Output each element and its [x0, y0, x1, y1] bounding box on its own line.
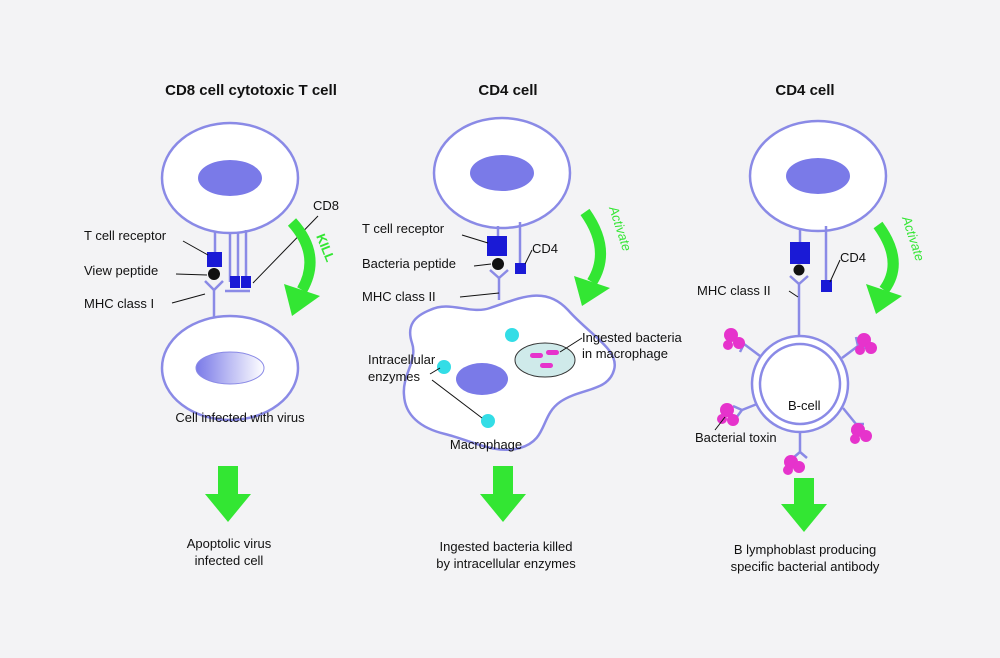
toxin-icon [783, 455, 805, 475]
label-ingested-1: Ingested bacteria [582, 330, 683, 345]
outcome-line-2: infected cell [195, 553, 264, 568]
label-mhc: MHC class I [84, 296, 154, 311]
t-cell-receptor [207, 252, 222, 267]
cd4-coreceptor [821, 280, 832, 292]
bacteria-icon [546, 350, 559, 355]
enzyme-granule [505, 328, 519, 342]
cd4-coreceptor [515, 263, 526, 274]
label-peptide: View peptide [84, 263, 158, 278]
verb-activate: Activate [899, 213, 928, 263]
toxin-icon [850, 423, 872, 444]
label-toxin: Bacterial toxin [695, 430, 777, 445]
nucleus [786, 158, 850, 194]
cd8-coreceptor [241, 276, 251, 288]
t-cell [432, 116, 572, 230]
receptor-complex [789, 226, 832, 335]
label-tcr: T cell receptor [362, 221, 445, 236]
bacteria-icon [530, 353, 543, 358]
receptor-complex [487, 222, 526, 300]
activate-arrow: Activate [574, 203, 635, 306]
nucleus [198, 160, 262, 196]
label-enzymes-1: Intracellular [368, 352, 436, 367]
toxin-icon [855, 333, 877, 355]
outcome-arrow [205, 466, 251, 522]
t-cell-receptor [487, 236, 507, 256]
verb-kill: KILL [313, 232, 338, 264]
verb-activate: Activate [606, 203, 635, 253]
outcome-arrow [480, 466, 526, 522]
nucleus [456, 363, 508, 395]
toxin-icon [723, 328, 745, 350]
panel-cd8: CD8 cell cytotoxic T cell CD8 [84, 82, 339, 568]
label-peptide: Bacteria peptide [362, 256, 456, 271]
activate-arrow: Activate [866, 213, 928, 314]
outcome-arrow [781, 478, 827, 532]
label-cd8: CD8 [313, 198, 339, 213]
outcome-line-2: by intracellular enzymes [436, 556, 576, 571]
t-cell-receptor [790, 242, 810, 264]
outcome-line-2: specific bacterial antibody [731, 559, 880, 574]
outcome-line-1: Apoptolic virus [187, 536, 272, 551]
outcome-line-1: Ingested bacteria killed [440, 539, 573, 554]
peptide-dot [492, 258, 504, 270]
t-cell [748, 119, 888, 233]
kill-arrow: KILL [284, 218, 338, 316]
outcome-line-1: B lymphoblast producing [734, 542, 876, 557]
peptide-dot [208, 268, 220, 280]
macrophage [402, 294, 617, 451]
virus-laden-nucleus [195, 351, 265, 385]
receptor-complex [204, 230, 251, 318]
label-bcell: B-cell [788, 398, 821, 413]
label-infected-cell: Cell infected with virus [175, 410, 305, 425]
enzyme-granule [481, 414, 495, 428]
peptide-dot [793, 264, 805, 276]
label-mhc: MHC class II [697, 283, 771, 298]
label-mhc: MHC class II [362, 289, 436, 304]
panel-cd4-bcell: CD4 cell [695, 82, 928, 574]
bacteria-icon [540, 363, 553, 368]
label-cd4: CD4 [532, 241, 558, 256]
t-cell [160, 121, 300, 235]
label-tcr: T cell receptor [84, 228, 167, 243]
nucleus [470, 155, 534, 191]
cd8-coreceptor [230, 276, 240, 288]
panel-title: CD8 cell cytotoxic T cell [165, 82, 337, 99]
label-macrophage: Macrophage [450, 437, 522, 452]
infected-cell [160, 314, 300, 422]
panel-title: CD4 cell [775, 82, 834, 99]
enzyme-granule [437, 360, 451, 374]
panel-title: CD4 cell [478, 82, 537, 99]
label-cd4: CD4 [840, 250, 866, 265]
panel-cd4-macrophage: CD4 cell [362, 82, 683, 571]
label-enzymes-2: enzymes [368, 369, 421, 384]
label-ingested-2: in macrophage [582, 346, 668, 361]
toxin-icon [717, 403, 739, 426]
